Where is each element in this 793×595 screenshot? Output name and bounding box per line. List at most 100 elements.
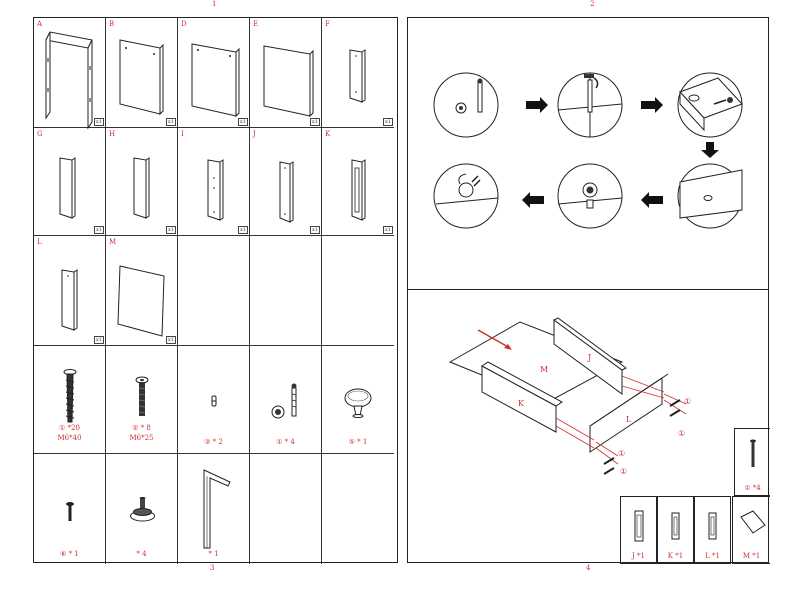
hex-key-icon (203, 469, 231, 549)
panel-label-j: J (587, 353, 591, 362)
small-screw-icon (66, 502, 74, 521)
part-cell-a: A x1 (34, 18, 106, 130)
part-cell-d: D x1 (178, 18, 250, 128)
narrow-panel-icon (351, 159, 366, 221)
step-1-circle (433, 72, 499, 138)
narrow-panel-icon (59, 157, 76, 219)
part-quantity: x1 (93, 226, 104, 234)
empty-cell (178, 236, 250, 346)
panel-label-m: M (540, 365, 548, 374)
narrow-panel-icon (61, 269, 78, 331)
hardware-cell-hex-key: * 1 (178, 454, 250, 564)
part-letter: H (109, 130, 116, 138)
empty-cell (250, 454, 322, 564)
part-letter: L (37, 238, 42, 246)
narrow-panel-icon (349, 49, 366, 103)
hardware-quantity: * 4 (136, 550, 147, 558)
mini-part-k: K *1 (657, 496, 694, 564)
hardware-quantity: ① *20 (59, 424, 80, 432)
large-panel-icon (119, 39, 164, 116)
arrow-left-icon (522, 192, 544, 208)
screw-icon (750, 439, 756, 467)
long-screw-icon (63, 369, 77, 423)
part-quantity: x1 (165, 336, 176, 344)
arrow-right-icon (641, 97, 663, 113)
part-letter: K (325, 130, 331, 138)
part-letter: J (253, 130, 256, 138)
part-cell-j: J x1 (250, 128, 322, 236)
hardware-cell-long-screw: ① *20 M6*40 (34, 346, 106, 454)
part-quantity: x1 (237, 226, 248, 234)
hardware-quantity: ② * 8 (132, 424, 151, 432)
panel-label-k: K (518, 399, 525, 408)
step-3-circle (677, 72, 743, 138)
mini-part-l: L *1 (694, 496, 731, 564)
empty-cell (322, 236, 394, 346)
part-letter: E (253, 20, 259, 28)
part-quantity: x1 (165, 226, 176, 234)
slide-direction-arrowhead (504, 344, 512, 350)
hardware-cell-leveler: * 4 (106, 454, 178, 564)
hardware-cell-knob: ⑤ * 1 (322, 346, 394, 454)
frame-panel-icon (45, 31, 93, 130)
assembly-screws (603, 399, 681, 475)
part-quantity: x1 (382, 226, 393, 234)
leveling-foot-icon (130, 497, 155, 522)
part-quantity: x1 (309, 226, 320, 234)
screw-marker: ① (620, 467, 627, 476)
hardware-quantity: ③ * 2 (204, 438, 223, 446)
part-quantity: x1 (237, 118, 248, 126)
drawer-side-panel-k-top (481, 361, 563, 407)
bottom-board-icon (117, 265, 165, 337)
part-cell-h: H x1 (106, 128, 178, 236)
narrow-panel-icon (279, 161, 294, 223)
arrow-down-icon (701, 142, 719, 158)
empty-cell (322, 454, 394, 564)
narrow-panel-icon (708, 512, 717, 540)
part-letter: A (37, 20, 43, 28)
hardware-cell-bolt: ② * 8 M6*25 (106, 346, 178, 454)
part-cell-l: L x1 (34, 236, 106, 346)
part-quantity: x1 (165, 118, 176, 126)
part-letter: F (325, 20, 330, 28)
hardware-quantity: ⑥ * 1 (60, 550, 79, 558)
hardware-quantity: ① * 4 (276, 438, 295, 446)
drawer-assembly-diagram: M J K L ① (448, 317, 691, 476)
cam-lock-steps-panel (407, 17, 769, 290)
parts-list-grid: A x1 B x1 D x1 E (33, 17, 398, 564)
narrow-panel-icon (207, 159, 224, 221)
part-letter: B (109, 20, 115, 28)
narrow-panel-icon (133, 157, 150, 219)
bolt-icon (135, 376, 149, 416)
large-panel-icon (191, 43, 240, 118)
mini-part-label: L *1 (705, 552, 720, 560)
page-number-1: 1 (212, 0, 217, 8)
part-cell-i: I x1 (178, 128, 250, 236)
hardware-quantity: * 1 (208, 550, 219, 558)
large-panel-icon (263, 45, 314, 118)
screw-marker: ① (684, 397, 691, 406)
mini-part-m: M *1 (732, 496, 770, 564)
hardware-size: M6*40 (57, 434, 82, 442)
part-cell-b: B x1 (106, 18, 178, 128)
arrow-right-icon (526, 97, 548, 113)
cam-lock-icon (271, 383, 297, 419)
hardware-cell-dowel: ③ * 2 (178, 346, 250, 454)
step-5-circle (557, 163, 623, 229)
drawer-assembly-panel: M J K L ① (407, 289, 770, 564)
dowel-icon (211, 395, 217, 407)
part-cell-f: F x1 (322, 18, 394, 128)
slide-direction-arrow (477, 329, 511, 349)
screw-marker: ① (678, 429, 685, 438)
part-letter: M (109, 238, 117, 246)
mini-part-label: J *1 (632, 552, 645, 560)
page-number-2: 2 (590, 0, 595, 8)
bottom-board-icon (740, 510, 766, 534)
mini-part-label: M *1 (742, 552, 761, 560)
part-letter: I (181, 130, 184, 138)
part-quantity: x1 (93, 118, 104, 126)
part-quantity: x1 (309, 118, 320, 126)
step-2-circle (557, 72, 623, 138)
page-number-4: 4 (586, 564, 591, 572)
drawer-back-panel-edge (553, 317, 627, 371)
